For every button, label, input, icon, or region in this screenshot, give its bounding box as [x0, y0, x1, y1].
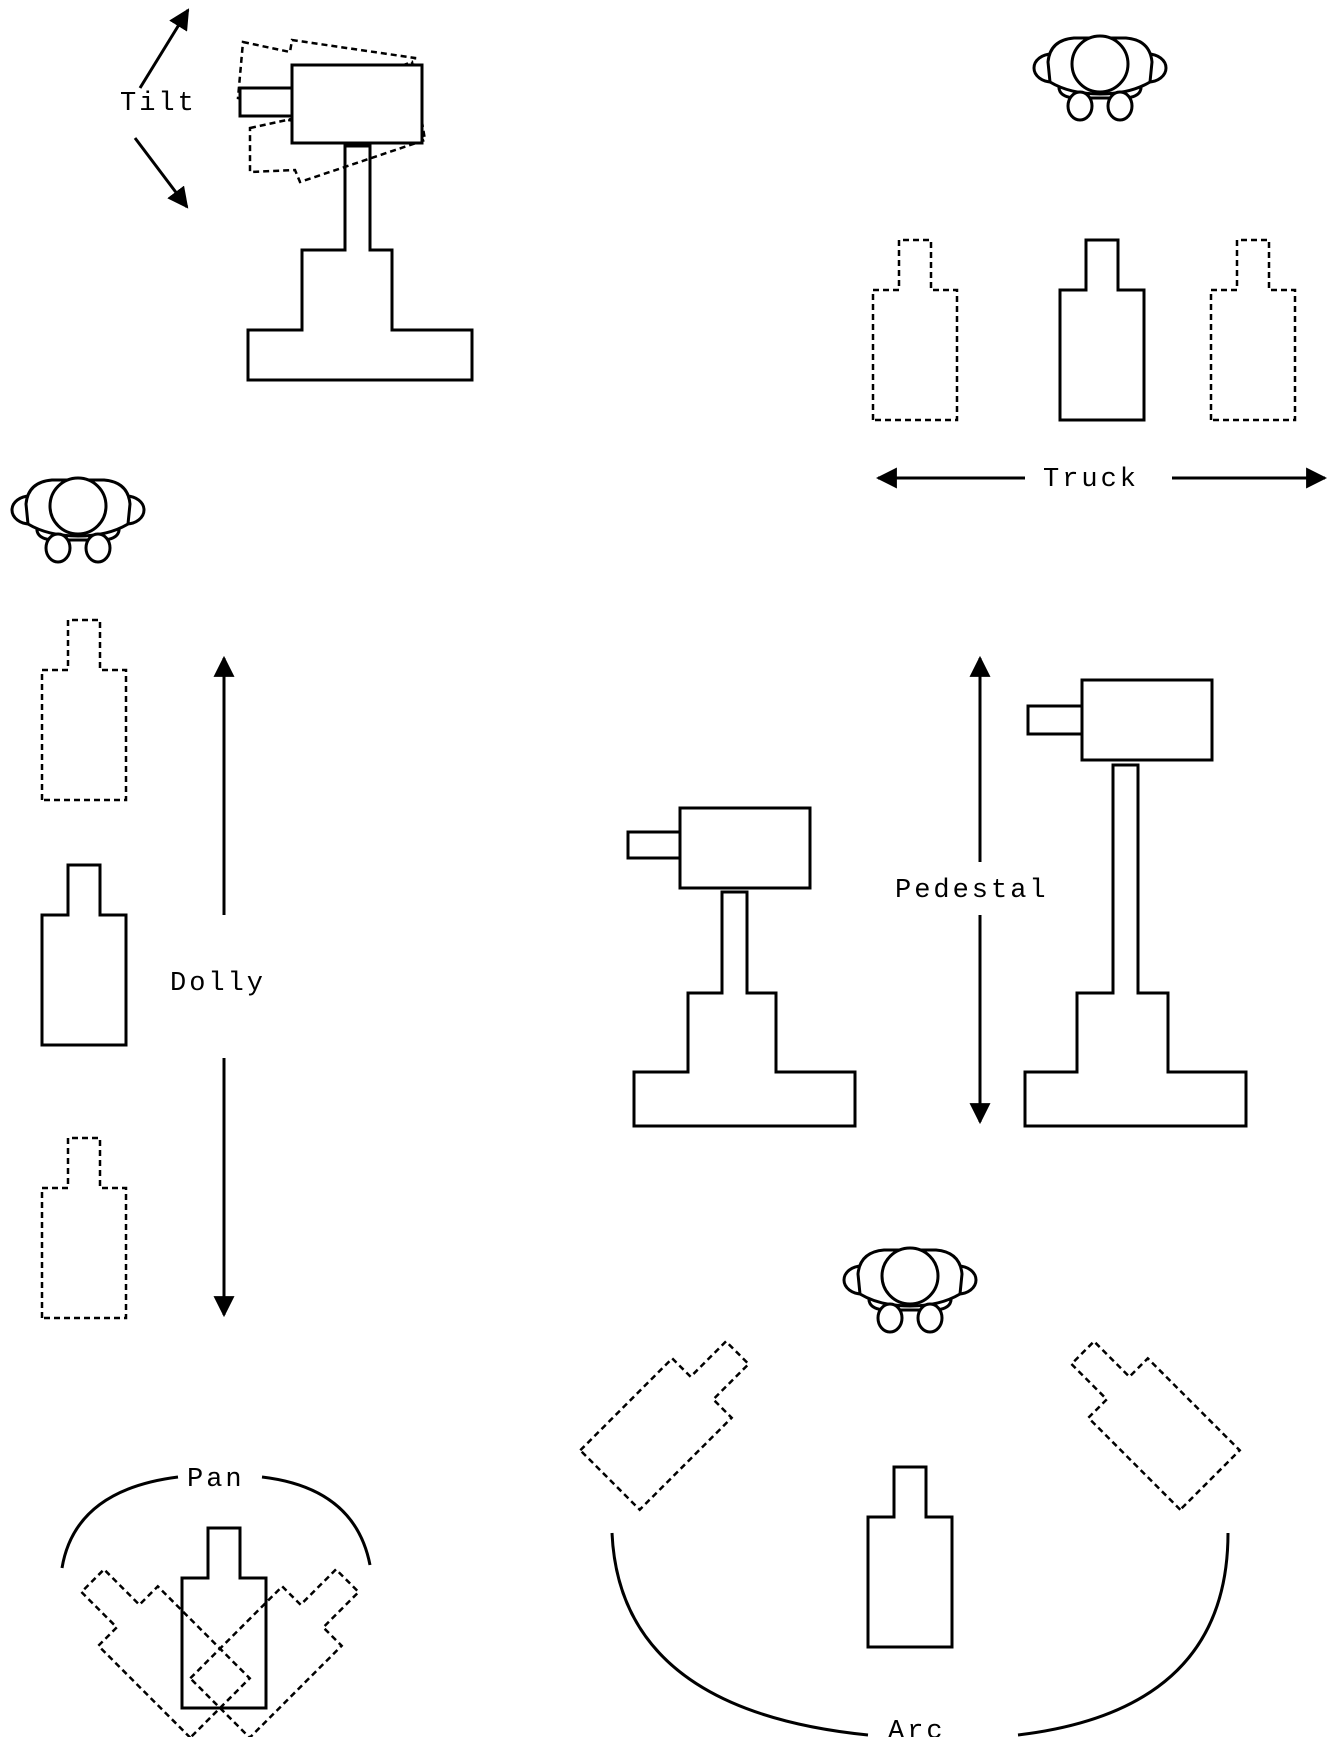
dolly-camera-solid: [40, 863, 128, 1047]
dolly-camera-dashed-bottom: [40, 1136, 128, 1320]
arc-label: Arc: [888, 1717, 946, 1737]
pan-section: Pan: [60, 1465, 379, 1737]
truck-camera-solid: [1058, 238, 1146, 422]
pedestal-label: Pedestal: [895, 876, 1049, 906]
truck-camera-dashed-left: [871, 238, 959, 422]
pan-label: Pan: [187, 1465, 245, 1495]
pedestal-section: Pedestal: [626, 655, 1248, 1128]
tilt-pedestal: [246, 144, 474, 382]
arc-camera-dashed-left: [579, 1321, 769, 1511]
dolly-label: Dolly: [170, 969, 266, 999]
arc-person: [842, 1246, 978, 1334]
truck-section: Truck: [871, 34, 1328, 495]
arc-curve-left: [610, 1532, 869, 1737]
tilt-label: Tilt: [120, 89, 197, 119]
pan-arc: [60, 1475, 179, 1569]
pan-arc-right: [261, 1475, 372, 1566]
truck-label: Truck: [1043, 465, 1139, 495]
tilt-arrow-up: [138, 8, 190, 89]
tilt-section: Tilt: [120, 8, 474, 382]
dolly-section: Dolly: [10, 476, 266, 1320]
arc-section: Arc: [579, 1246, 1241, 1737]
arc-curve-right: [1017, 1532, 1230, 1737]
arc-camera-solid: [866, 1465, 954, 1649]
pedestal-camera-high: [1023, 678, 1248, 1128]
arc-camera-dashed-right: [1051, 1321, 1241, 1511]
truck-person: [1032, 34, 1168, 122]
pedestal-camera-low: [626, 806, 857, 1128]
dolly-person: [10, 476, 146, 564]
tilt-arrow-down: [133, 137, 189, 209]
tilt-camera-solid: [238, 63, 424, 145]
truck-camera-dashed-right: [1209, 238, 1297, 422]
dolly-camera-dashed-top: [40, 618, 128, 802]
